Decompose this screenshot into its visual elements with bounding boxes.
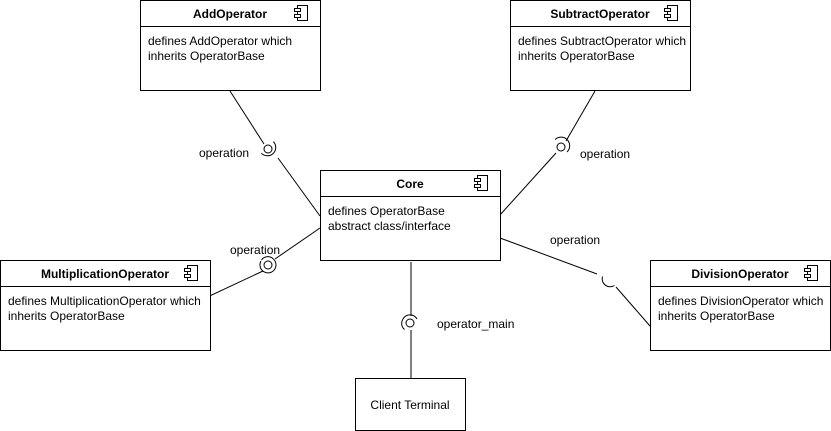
core-title: Core	[396, 177, 424, 191]
division-operator-desc-line-2: inherits OperatorBase	[658, 309, 775, 323]
core-desc-line-2: abstract class/interface	[328, 219, 451, 233]
client-terminal-label: Client Terminal	[370, 398, 449, 412]
socket-icon	[601, 276, 615, 288]
add-operator-desc-line-1: defines AddOperator which	[148, 34, 292, 48]
socket-side-icon	[401, 318, 405, 330]
socket-icon	[261, 256, 273, 261]
socket-icon	[554, 136, 571, 153]
component-icon	[664, 5, 678, 21]
core-desc-line-1: defines OperatorBase	[328, 204, 445, 218]
multiplication-operator-desc-line-1: defines MultiplicationOperator which	[8, 294, 201, 308]
component-icon	[184, 265, 198, 281]
subtract-operation-interface	[554, 136, 571, 153]
subtract-operator-title: SubtractOperator	[550, 7, 650, 21]
add-operator-title: AddOperator	[193, 7, 267, 21]
multiplication-operator-desc-line-2: inherits OperatorBase	[8, 309, 125, 323]
division-core-line	[499, 237, 598, 275]
division-connector-line	[615, 286, 651, 327]
multiplication-operation-label: operation	[230, 243, 280, 257]
component-icon	[474, 175, 488, 191]
add-core-line	[277, 157, 321, 217]
division-operator-desc-line-1: defines DivisionOperator which	[658, 294, 823, 308]
operator-main-label: operator_main	[437, 317, 514, 331]
division-operation-label: operation	[550, 233, 600, 247]
add-operation-label: operation	[199, 146, 249, 160]
division-operation-interface	[601, 276, 615, 288]
component-icon	[804, 265, 818, 281]
division-operator-component[interactable]: DivisionOperator defines DivisionOperato…	[650, 260, 831, 351]
subtract-operator-desc-line-2: inherits OperatorBase	[518, 49, 635, 63]
add-connector-line	[229, 90, 265, 145]
component-icon	[294, 5, 308, 21]
core-component[interactable]: Core defines OperatorBase abstract class…	[320, 170, 501, 261]
socket-icon	[402, 314, 418, 320]
multiplication-operator-component[interactable]: MultiplicationOperator defines Multiplic…	[0, 260, 211, 351]
subtract-operation-label: operation	[580, 147, 630, 161]
ball-icon	[556, 142, 566, 152]
multiplication-core-line	[274, 227, 321, 260]
ball-icon	[405, 318, 415, 328]
ball-icon	[263, 144, 273, 154]
client-terminal-node[interactable]: Client Terminal	[355, 378, 466, 431]
operator-main-interface	[401, 314, 418, 330]
multiplication-operator-title: MultiplicationOperator	[41, 267, 169, 281]
ball-icon	[263, 260, 273, 270]
subtract-operator-component[interactable]: SubtractOperator defines SubtractOperato…	[510, 0, 691, 91]
add-operation-interface	[260, 141, 277, 157]
subtract-connector-line	[565, 90, 596, 142]
subtract-core-line	[499, 152, 557, 216]
subtract-operator-desc-line-1: defines SubtractOperator which	[518, 34, 686, 48]
division-operator-title: DivisionOperator	[691, 267, 789, 281]
multiplication-operation-interface	[259, 256, 277, 274]
socket-icon	[260, 141, 277, 157]
add-operator-component[interactable]: AddOperator defines AddOperator which in…	[140, 0, 321, 91]
interfaces	[259, 136, 615, 330]
socket-outer-icon	[259, 257, 277, 274]
add-operator-desc-line-2: inherits OperatorBase	[148, 49, 265, 63]
